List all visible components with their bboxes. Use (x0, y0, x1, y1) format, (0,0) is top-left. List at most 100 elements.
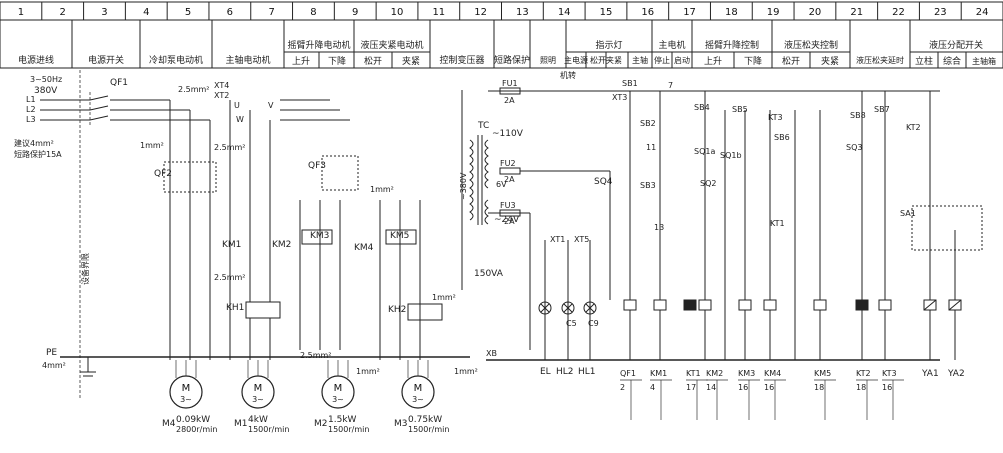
label-2a-3: 2A (504, 217, 515, 226)
motor-speed: 1500r/min (408, 425, 449, 434)
solenoid-ya1-icon (923, 299, 937, 311)
cross-ref-num: 16 (764, 383, 774, 392)
cross-ref-coil: KM2 (706, 369, 723, 378)
label-wire-25a: 2.5mm² (178, 85, 210, 94)
motor-symbol: M (414, 383, 423, 394)
label-sq3: SQ3 (846, 143, 862, 152)
motor-phase: 3~ (252, 395, 264, 404)
label-sb4: SB4 (694, 103, 710, 112)
label-sb2: SB2 (640, 119, 656, 128)
label-t13: 13 (654, 223, 664, 232)
cross-ref-coil: KT2 (856, 369, 871, 378)
motor-power: 0.09kW (176, 415, 210, 425)
control-bus: FU1 2A 机转 FU2 2A FU3 2A SQ4 XB (486, 70, 940, 361)
label-clamp-loosen: 松开 (364, 55, 382, 67)
motor-id: M2 (314, 419, 328, 429)
label-kt1: KT1 (770, 219, 785, 228)
label-fu3: FU3 (500, 201, 516, 210)
label-hyd-loosen: 松开 (782, 55, 800, 67)
label-sb3: SB3 (640, 181, 656, 190)
label-xt1: XT1 (550, 235, 565, 244)
label-qf3: QF3 (308, 161, 326, 171)
label-sq1b: SQ1b (720, 151, 742, 160)
motor-symbol: M (334, 383, 343, 394)
label-pe-wire: 4mm² (42, 361, 66, 370)
label-el: EL (540, 367, 551, 377)
zone-number: 15 (600, 7, 613, 18)
label-t7: 7 (668, 81, 673, 90)
cross-ref-coil: KT3 (882, 369, 897, 378)
label-w: W (236, 115, 244, 124)
label-sb8: SB8 (850, 111, 866, 120)
label-arm-down: 下降 (328, 55, 346, 67)
label-volt: 380V (34, 86, 58, 96)
label-hyd-ctrl: 液压松夹控制 (784, 39, 838, 51)
cross-ref-km2: KM2 14 (706, 369, 728, 420)
cross-ref-coil: KT1 (686, 369, 701, 378)
label-hyd-delay: 液压松夹延时 (856, 55, 904, 65)
label-arm-ctrl: 摇臂升降控制 (705, 39, 759, 51)
zone-number: 22 (892, 7, 905, 18)
zone-number: 7 (268, 7, 274, 18)
label-main-start: 启动 (674, 55, 690, 65)
motor-symbol: M (182, 383, 191, 394)
lamp-hl1-icon (583, 301, 597, 315)
coil-qf1-icon (623, 299, 637, 311)
cross-ref-coil: KM3 (738, 369, 755, 378)
zone-number: 13 (516, 7, 529, 18)
label-short-protect: 短路保护 (494, 54, 530, 66)
cross-ref-num: 17 (686, 383, 696, 392)
label-spindle-motor: 主轴电动机 (225, 54, 270, 66)
motor-phase: 3~ (412, 395, 424, 404)
cross-ref-num: 14 (706, 383, 716, 392)
label-power-switch: 电源开关 (88, 54, 124, 66)
label-indicator: 指示灯 (595, 39, 622, 51)
label-sb1: SB1 (622, 79, 638, 88)
label-dist-combined: 综合 (943, 55, 961, 67)
zone-number: 6 (227, 7, 233, 18)
label-km4: KM4 (354, 243, 374, 253)
motor-speed: 1500r/min (248, 425, 289, 434)
coil-kt3-icon (878, 299, 892, 311)
label-xb: XB (486, 349, 497, 358)
label-v6: 6V (496, 180, 507, 189)
zone-number: 11 (432, 7, 445, 18)
label-2a-2: 2A (504, 175, 515, 184)
label-xt5: XT5 (574, 235, 589, 244)
label-wire-25d: 2.5mm² (300, 351, 332, 360)
label-l1: L1 (26, 95, 36, 104)
label-l3: L3 (26, 115, 36, 124)
label-v380: ~380V (459, 172, 468, 200)
label-freq: 3~50Hz (30, 75, 62, 84)
label-fu2: FU2 (500, 159, 516, 168)
label-ya1: YA1 (921, 369, 939, 379)
label-km2: KM2 (272, 240, 291, 250)
label-hyd-tighten: 夹紧 (821, 55, 839, 67)
cross-ref-num: 16 (882, 383, 892, 392)
label-v110: ~110V (492, 129, 524, 139)
control-transformer: TC ~380V ~110V ~24V 150VA 6V (459, 90, 524, 290)
zone-number: 5 (185, 7, 191, 18)
zone-number: 17 (683, 7, 696, 18)
label-qf2: QF2 (154, 169, 172, 179)
zone-number: 14 (558, 7, 571, 18)
label-ctrl-transformer: 控制变压器 (439, 54, 484, 66)
coil-km2-icon (698, 299, 712, 311)
motor-id: M1 (234, 419, 248, 429)
label-sq2: SQ2 (700, 179, 716, 188)
label-sq4: SQ4 (594, 177, 613, 187)
label-wire-25b: 2.5mm² (214, 143, 246, 152)
label-main-power-lamp: 主电源 (564, 55, 588, 65)
label-kt2: KT2 (906, 123, 921, 132)
label-coolant-motor: 冷却泵电动机 (149, 54, 203, 66)
coil-kt2-icon (855, 299, 869, 311)
